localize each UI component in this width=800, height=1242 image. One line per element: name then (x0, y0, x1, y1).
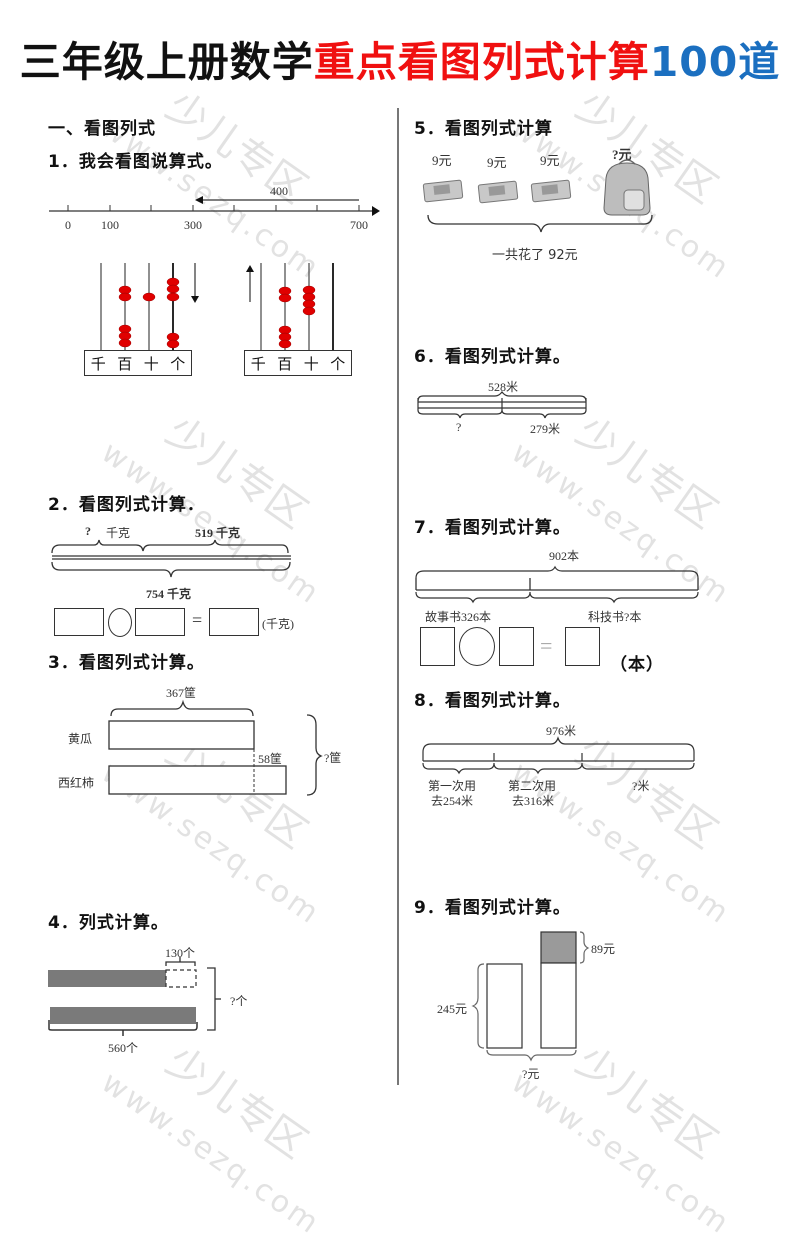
p9-total-label: ?元 (522, 1067, 540, 1081)
abacus-left (100, 263, 199, 350)
p6-left-label: ? (456, 420, 462, 434)
problem-9-heading: 9．看图列式计算。 (414, 898, 571, 918)
p2-unit-label: 千克 (106, 526, 131, 540)
abacus-right (246, 263, 334, 350)
title-part-blue: 100道 (649, 38, 781, 86)
abacus-left-base: 千 百 十 个 (84, 350, 192, 376)
p3-bar-diagram (108, 699, 323, 796)
p9-bar-diagram (471, 931, 590, 1062)
p6-right-label: 279米 (530, 422, 561, 436)
abacus-right-base: 千 百 十 个 (244, 350, 352, 376)
p3-top-label: 367筐 (166, 686, 197, 700)
tick-label-0: 0 (65, 218, 71, 232)
backpack-icon (603, 159, 651, 216)
p2-bracket-diagram (51, 539, 291, 578)
problem-1-heading: 1．我会看图说算式。 (48, 152, 223, 172)
p8-bar-diagram (422, 736, 695, 775)
p4-bar-diagram (48, 957, 221, 1036)
p3-row2-label: 西红柿 (58, 776, 95, 790)
p7-answer-unit: （本） (610, 655, 664, 675)
p5-total-label: 一共花了 92元 (492, 248, 578, 263)
p5-price-3: 9元 (540, 153, 560, 168)
p2-unknown-label: ? (85, 524, 91, 538)
p3-row1-label: 黄瓜 (68, 732, 93, 746)
abacus-label-ge: 个 (170, 354, 186, 373)
p4-extra-label: 130个 (165, 946, 196, 960)
p2-operator-circle[interactable] (108, 608, 132, 637)
p7-answer-box-2[interactable] (499, 627, 534, 666)
p7-operator-circle[interactable] (459, 627, 495, 666)
p7-bar-diagram (415, 565, 699, 604)
p7-total-label: 902本 (549, 549, 580, 563)
p8-part1-line1: 第一次用 (428, 779, 477, 793)
problem-2-heading: 2．看图列式计算． (48, 495, 205, 515)
abacus-label-bai: 百 (277, 354, 293, 373)
abacus-label-qian: 千 (90, 354, 106, 373)
p7-answer-box-1[interactable] (420, 627, 455, 666)
problem-7-heading: 7．看图列式计算。 (414, 518, 571, 538)
p8-part2-line1: 第二次用 (508, 779, 557, 793)
p2-answer-unit: (千克) (262, 617, 294, 631)
problem-5-heading: 5．看图列式计算 (414, 119, 553, 139)
abacus-label-qian: 千 (250, 354, 266, 373)
p6-bar-diagram (417, 391, 587, 419)
p8-part3-label: ?米 (632, 779, 650, 793)
p5-price-4: ?元 (612, 147, 632, 162)
p7-answer-box-3[interactable] (565, 627, 600, 666)
p2-known-label: 519 千克 (195, 526, 241, 540)
money-bundle-icon (530, 179, 572, 203)
abacus-label-bai: 百 (117, 354, 133, 373)
p3-total-label: ?筐 (324, 751, 342, 765)
p2-total-label: 754 千克 (146, 587, 192, 601)
number-line (49, 196, 380, 216)
money-bundle-icon (477, 180, 519, 204)
problem-4-heading: 4．列式计算。 (48, 913, 169, 933)
problem-3-heading: 3．看图列式计算。 (48, 653, 205, 673)
p7-equals: = (540, 633, 553, 658)
p8-total-label: 976米 (546, 724, 577, 738)
p9-extra-label: 89元 (591, 942, 616, 956)
p7-right-label: 科技书?本 (588, 610, 642, 624)
p2-answer-box-3[interactable] (209, 608, 259, 636)
title-part-red: 重点看图列式计算 (313, 38, 650, 86)
p5-price-2: 9元 (487, 155, 507, 170)
p2-answer-box-2[interactable] (135, 608, 185, 636)
tick-label-300: 300 (184, 218, 202, 232)
money-bundle-icon (422, 179, 464, 203)
p8-part1-line2: 去254米 (431, 794, 474, 808)
p3-diff-label: 58筐 (258, 752, 283, 766)
p2-answer-box-1[interactable] (54, 608, 104, 636)
number-line-arrow-label: 400 (270, 184, 288, 198)
section-heading: 一、看图列式 (48, 119, 156, 139)
abacus-label-shi: 十 (143, 354, 159, 373)
tick-label-700: 700 (350, 218, 368, 232)
p8-part2-line2: 去316米 (512, 794, 555, 808)
page-title: 三年级上册数学重点看图列式计算100道 (0, 28, 800, 88)
p5-price-1: 9元 (432, 153, 452, 168)
p4-bottom-label: 560个 (108, 1041, 139, 1055)
tick-label-100: 100 (101, 218, 119, 232)
p5-items-diagram (422, 159, 653, 233)
p4-total-label: ?个 (230, 994, 248, 1008)
p2-equals: = (192, 610, 203, 630)
title-part-black: 三年级上册数学 (19, 38, 314, 86)
problem-8-heading: 8．看图列式计算。 (414, 691, 571, 711)
problem-6-heading: 6．看图列式计算。 (414, 347, 571, 367)
p7-left-label: 故事书326本 (425, 610, 492, 624)
abacus-label-shi: 十 (303, 354, 319, 373)
abacus-label-ge: 个 (330, 354, 346, 373)
column-divider (397, 108, 399, 1085)
p6-total-label: 528米 (488, 380, 519, 394)
p9-left-label: 245元 (437, 1002, 468, 1016)
